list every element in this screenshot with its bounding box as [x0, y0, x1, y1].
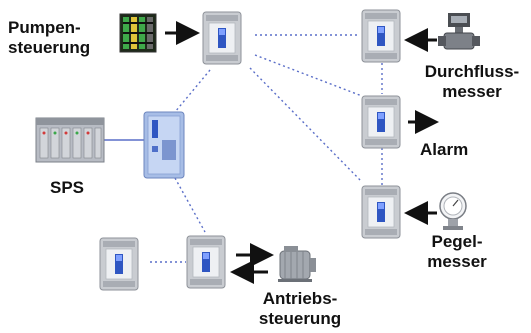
link-top-to-level [249, 67, 363, 183]
link-top-to-alarm [254, 54, 363, 97]
label-flow-meter: Durchfluss-messer [424, 62, 520, 101]
control-panel-icon [119, 13, 157, 53]
label-pump-control: Pumpen-steuerung [8, 18, 91, 57]
field-module-flow [361, 9, 401, 63]
field-module-level [361, 185, 401, 239]
network-interface-module-icon [143, 111, 185, 179]
field-module-alarm [361, 95, 401, 149]
field-module-drive [186, 235, 226, 289]
label-alarm: Alarm [420, 140, 469, 159]
link-top-to-sps [174, 69, 211, 113]
link-sps-to-drive [174, 177, 206, 233]
field-module-top [202, 11, 242, 65]
flow-meter-icon [438, 13, 480, 50]
label-level-meter: Pegel-messer [427, 232, 487, 271]
plc-rack-icon [35, 117, 105, 163]
label-plc: SPS [50, 178, 85, 197]
network-links [150, 34, 383, 263]
level-gauge-icon [439, 192, 467, 230]
label-drive-control: Antriebs-steuerung [258, 289, 342, 328]
field-module-bottom-left [99, 237, 139, 291]
electric-motor-icon [278, 246, 316, 282]
